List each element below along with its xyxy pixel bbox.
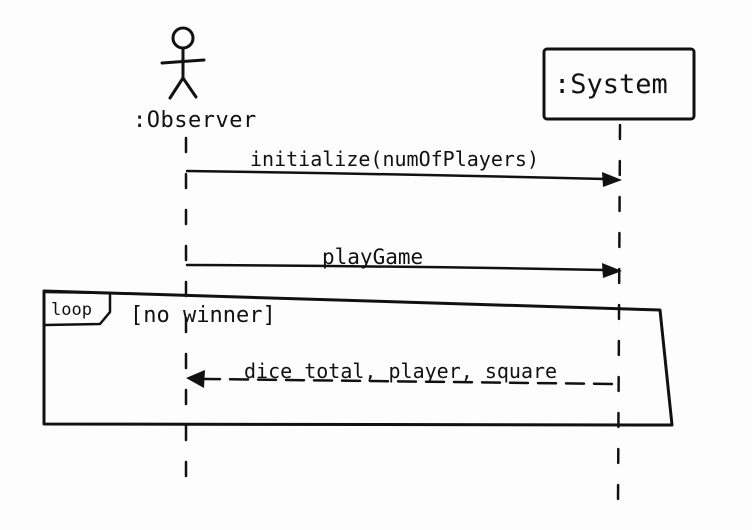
loop-tag-label: loop bbox=[51, 300, 92, 320]
loop-frame bbox=[42, 289, 674, 427]
system-lifeline bbox=[616, 123, 622, 507]
loop-guard: [no winner] bbox=[130, 303, 276, 328]
observer-label: :Observer bbox=[133, 108, 257, 133]
observer-actor-icon bbox=[160, 26, 206, 100]
system-label: :System bbox=[554, 69, 668, 100]
system-box bbox=[542, 47, 696, 121]
message-initialize-label: initialize(numOfPlayers) bbox=[250, 147, 539, 171]
loop-tag: loop bbox=[43, 290, 112, 327]
message-playgame-arrow bbox=[185, 263, 622, 278]
return-message-arrow bbox=[186, 370, 614, 388]
message-initialize-arrow bbox=[185, 169, 622, 187]
